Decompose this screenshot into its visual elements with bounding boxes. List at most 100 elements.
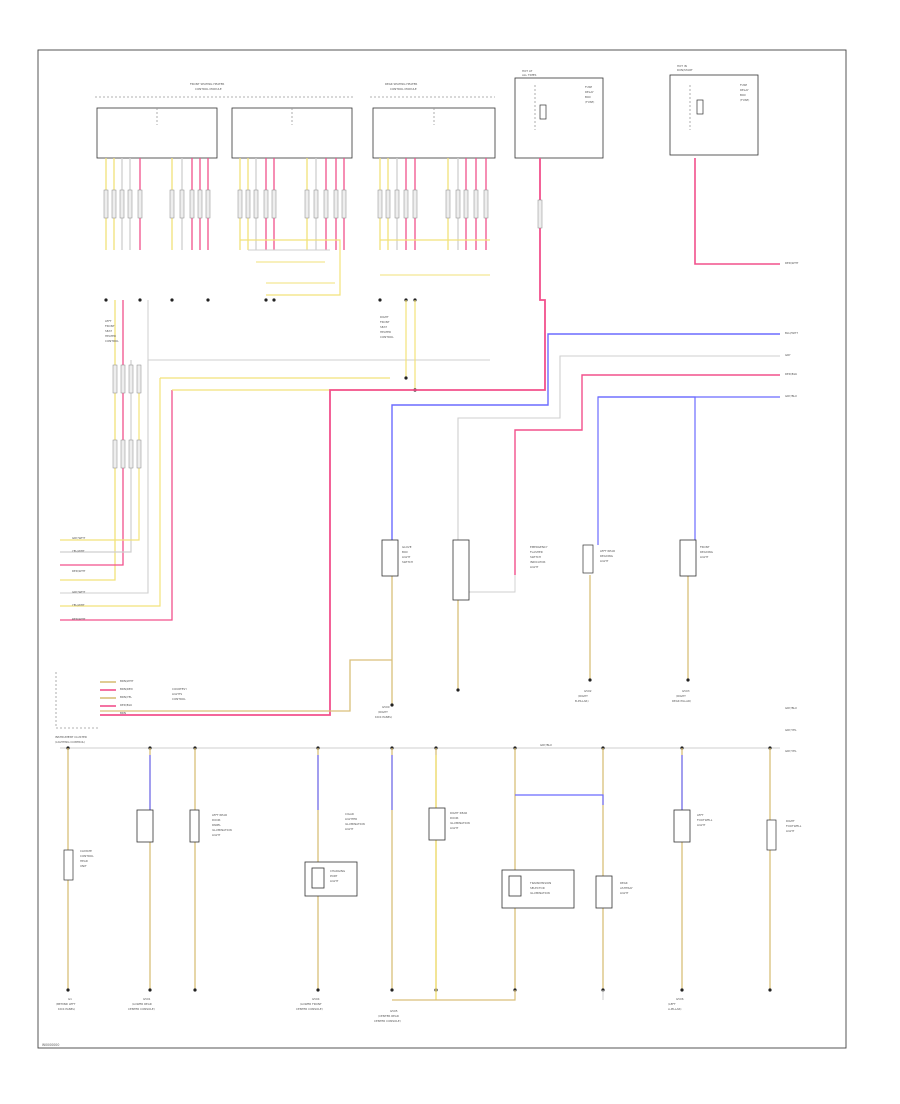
svg-text:READING: READING <box>600 554 613 558</box>
svg-text:ILLUMINATION: ILLUMINATION <box>530 891 550 895</box>
power-feed-red <box>694 158 780 265</box>
connector-pin <box>463 189 469 219</box>
splice-dot <box>206 298 210 302</box>
svg-text:SEAT: SEAT <box>380 325 387 329</box>
svg-text:RED/WHT: RED/WHT <box>785 261 799 265</box>
splice-dot <box>316 988 320 992</box>
svg-text:CONTROL: CONTROL <box>380 335 394 339</box>
svg-text:GRY: GRY <box>785 353 791 357</box>
connector-pin <box>537 199 543 229</box>
svg-text:CONTROL MODULE: CONTROL MODULE <box>195 87 222 91</box>
svg-text:CONTROL: CONTROL <box>105 339 119 343</box>
svg-text:HEAD: HEAD <box>80 859 88 863</box>
svg-text:GLOVE: GLOVE <box>402 545 412 549</box>
left-edge-connectors: GRY/WHT YEL/WHT RED/WHT GRY/WHT YEL/WHT … <box>72 536 86 621</box>
svg-text:CONTROL: CONTROL <box>172 697 186 701</box>
connector-pin <box>403 189 409 219</box>
svg-text:REAR SEATING HEATER: REAR SEATING HEATER <box>385 82 417 86</box>
connector-pin <box>112 364 118 394</box>
svg-text:FRONT: FRONT <box>380 320 390 324</box>
fuse-box-hot-in-run-start: HOT IN RUN/START FUSE RELAY BOX (FUSE) <box>669 64 759 156</box>
splice-dot <box>404 376 408 380</box>
svg-text:BOX: BOX <box>740 93 746 97</box>
connector-pin <box>205 189 211 219</box>
footer-code: W0000000 <box>42 1043 59 1047</box>
connector-pin <box>112 439 118 469</box>
splice-dot <box>390 988 394 992</box>
power-feed-red <box>100 158 546 716</box>
svg-text:(LOWER REAR: (LOWER REAR <box>132 1002 152 1006</box>
connector-pin <box>455 189 461 219</box>
connector-pin <box>169 189 175 219</box>
connector-pin <box>313 189 319 219</box>
svg-text:REAR: REAR <box>620 881 628 885</box>
svg-text:DOOR: DOOR <box>212 818 221 822</box>
connector-pin <box>128 439 134 469</box>
splice-dot <box>272 298 276 302</box>
svg-text:GRY/YEL: GRY/YEL <box>785 728 797 732</box>
svg-text:CENTER CONSOLE): CENTER CONSOLE) <box>374 1019 401 1023</box>
connector-pin <box>128 364 134 394</box>
connector-pin <box>179 189 185 219</box>
svg-text:BRN/RED: BRN/RED <box>120 687 133 691</box>
switch-link <box>466 575 516 593</box>
connector-pin <box>304 189 310 219</box>
svg-text:FOOTWELL: FOOTWELL <box>697 818 713 822</box>
bus-label: GRY/BLU <box>540 743 552 747</box>
svg-text:LEFT: LEFT <box>105 319 112 323</box>
svg-text:FRONT: FRONT <box>105 324 115 328</box>
svg-text:BLU/WHT: BLU/WHT <box>785 331 798 335</box>
svg-text:BOX: BOX <box>585 95 591 99</box>
svg-text:(LOWER FRONT: (LOWER FRONT <box>300 1002 322 1006</box>
module-box-3 <box>372 107 496 159</box>
front-seat-heater-module-group: FRONT SEATING HEATER CONTROL MODULE <box>95 82 355 159</box>
svg-text:ASHTRAY: ASHTRAY <box>620 886 633 890</box>
svg-text:RIGHT REAR: RIGHT REAR <box>450 811 467 815</box>
connector-pin <box>253 189 259 219</box>
svg-text:COURTESY: COURTESY <box>172 687 187 691</box>
splice-dot <box>390 703 394 707</box>
wire-layer <box>60 158 780 1001</box>
svg-text:SEAT: SEAT <box>105 329 112 333</box>
connector-pin <box>263 189 269 219</box>
connector-pin <box>473 189 479 219</box>
connector-pin <box>323 189 329 219</box>
svg-text:SWITCH: SWITCH <box>402 560 413 564</box>
svg-text:(RIGHT: (RIGHT <box>378 710 388 714</box>
svg-text:RIGHT: RIGHT <box>380 315 389 319</box>
connector-pin <box>333 189 339 219</box>
svg-text:RUN/START: RUN/START <box>677 68 693 72</box>
svg-text:(CENTER REAR: (CENTER REAR <box>378 1014 399 1018</box>
module-box-2 <box>231 107 353 159</box>
svg-text:G504: G504 <box>312 997 320 1001</box>
svg-text:FUSE: FUSE <box>740 83 747 87</box>
diagram-frame <box>37 49 847 1049</box>
svg-text:RED/WHT: RED/WHT <box>72 569 86 573</box>
svg-text:HEATER: HEATER <box>380 330 391 334</box>
bundle-wire <box>60 300 116 581</box>
connector-pin <box>120 439 126 469</box>
ground-link <box>392 990 516 1001</box>
svg-text:LIGHT: LIGHT <box>600 559 609 563</box>
svg-text:KICK PANEL): KICK PANEL) <box>375 715 392 719</box>
lower-components: CLIMATE CONTROL HEAD UNIT LEFT REAR DOOR… <box>63 807 802 909</box>
svg-text:ILLUMINATION: ILLUMINATION <box>450 821 470 825</box>
svg-text:GRY/BLU: GRY/BLU <box>785 706 797 710</box>
svg-text:READING: READING <box>700 550 713 554</box>
svg-text:CIGAR: CIGAR <box>345 812 354 816</box>
svg-text:LIGHT: LIGHT <box>530 565 539 569</box>
svg-text:RED/BLU: RED/BLU <box>120 703 132 707</box>
connector-pin <box>197 189 203 219</box>
svg-text:BRN: BRN <box>120 711 126 715</box>
connector-pin <box>245 189 251 219</box>
connector-pin <box>189 189 195 219</box>
svg-text:RELAY: RELAY <box>585 90 594 94</box>
svg-text:HOT IN: HOT IN <box>677 64 687 68</box>
right-edge-connectors: RED/WHT BLU/WHT GRY RED/BLK GRY/BLU GRY/… <box>785 261 799 753</box>
svg-text:G1: G1 <box>68 997 72 1001</box>
svg-text:LIGHT: LIGHT <box>330 879 339 883</box>
connector-pin <box>103 189 109 219</box>
svg-text:BOX: BOX <box>402 550 408 554</box>
svg-text:FRONT: FRONT <box>700 545 710 549</box>
